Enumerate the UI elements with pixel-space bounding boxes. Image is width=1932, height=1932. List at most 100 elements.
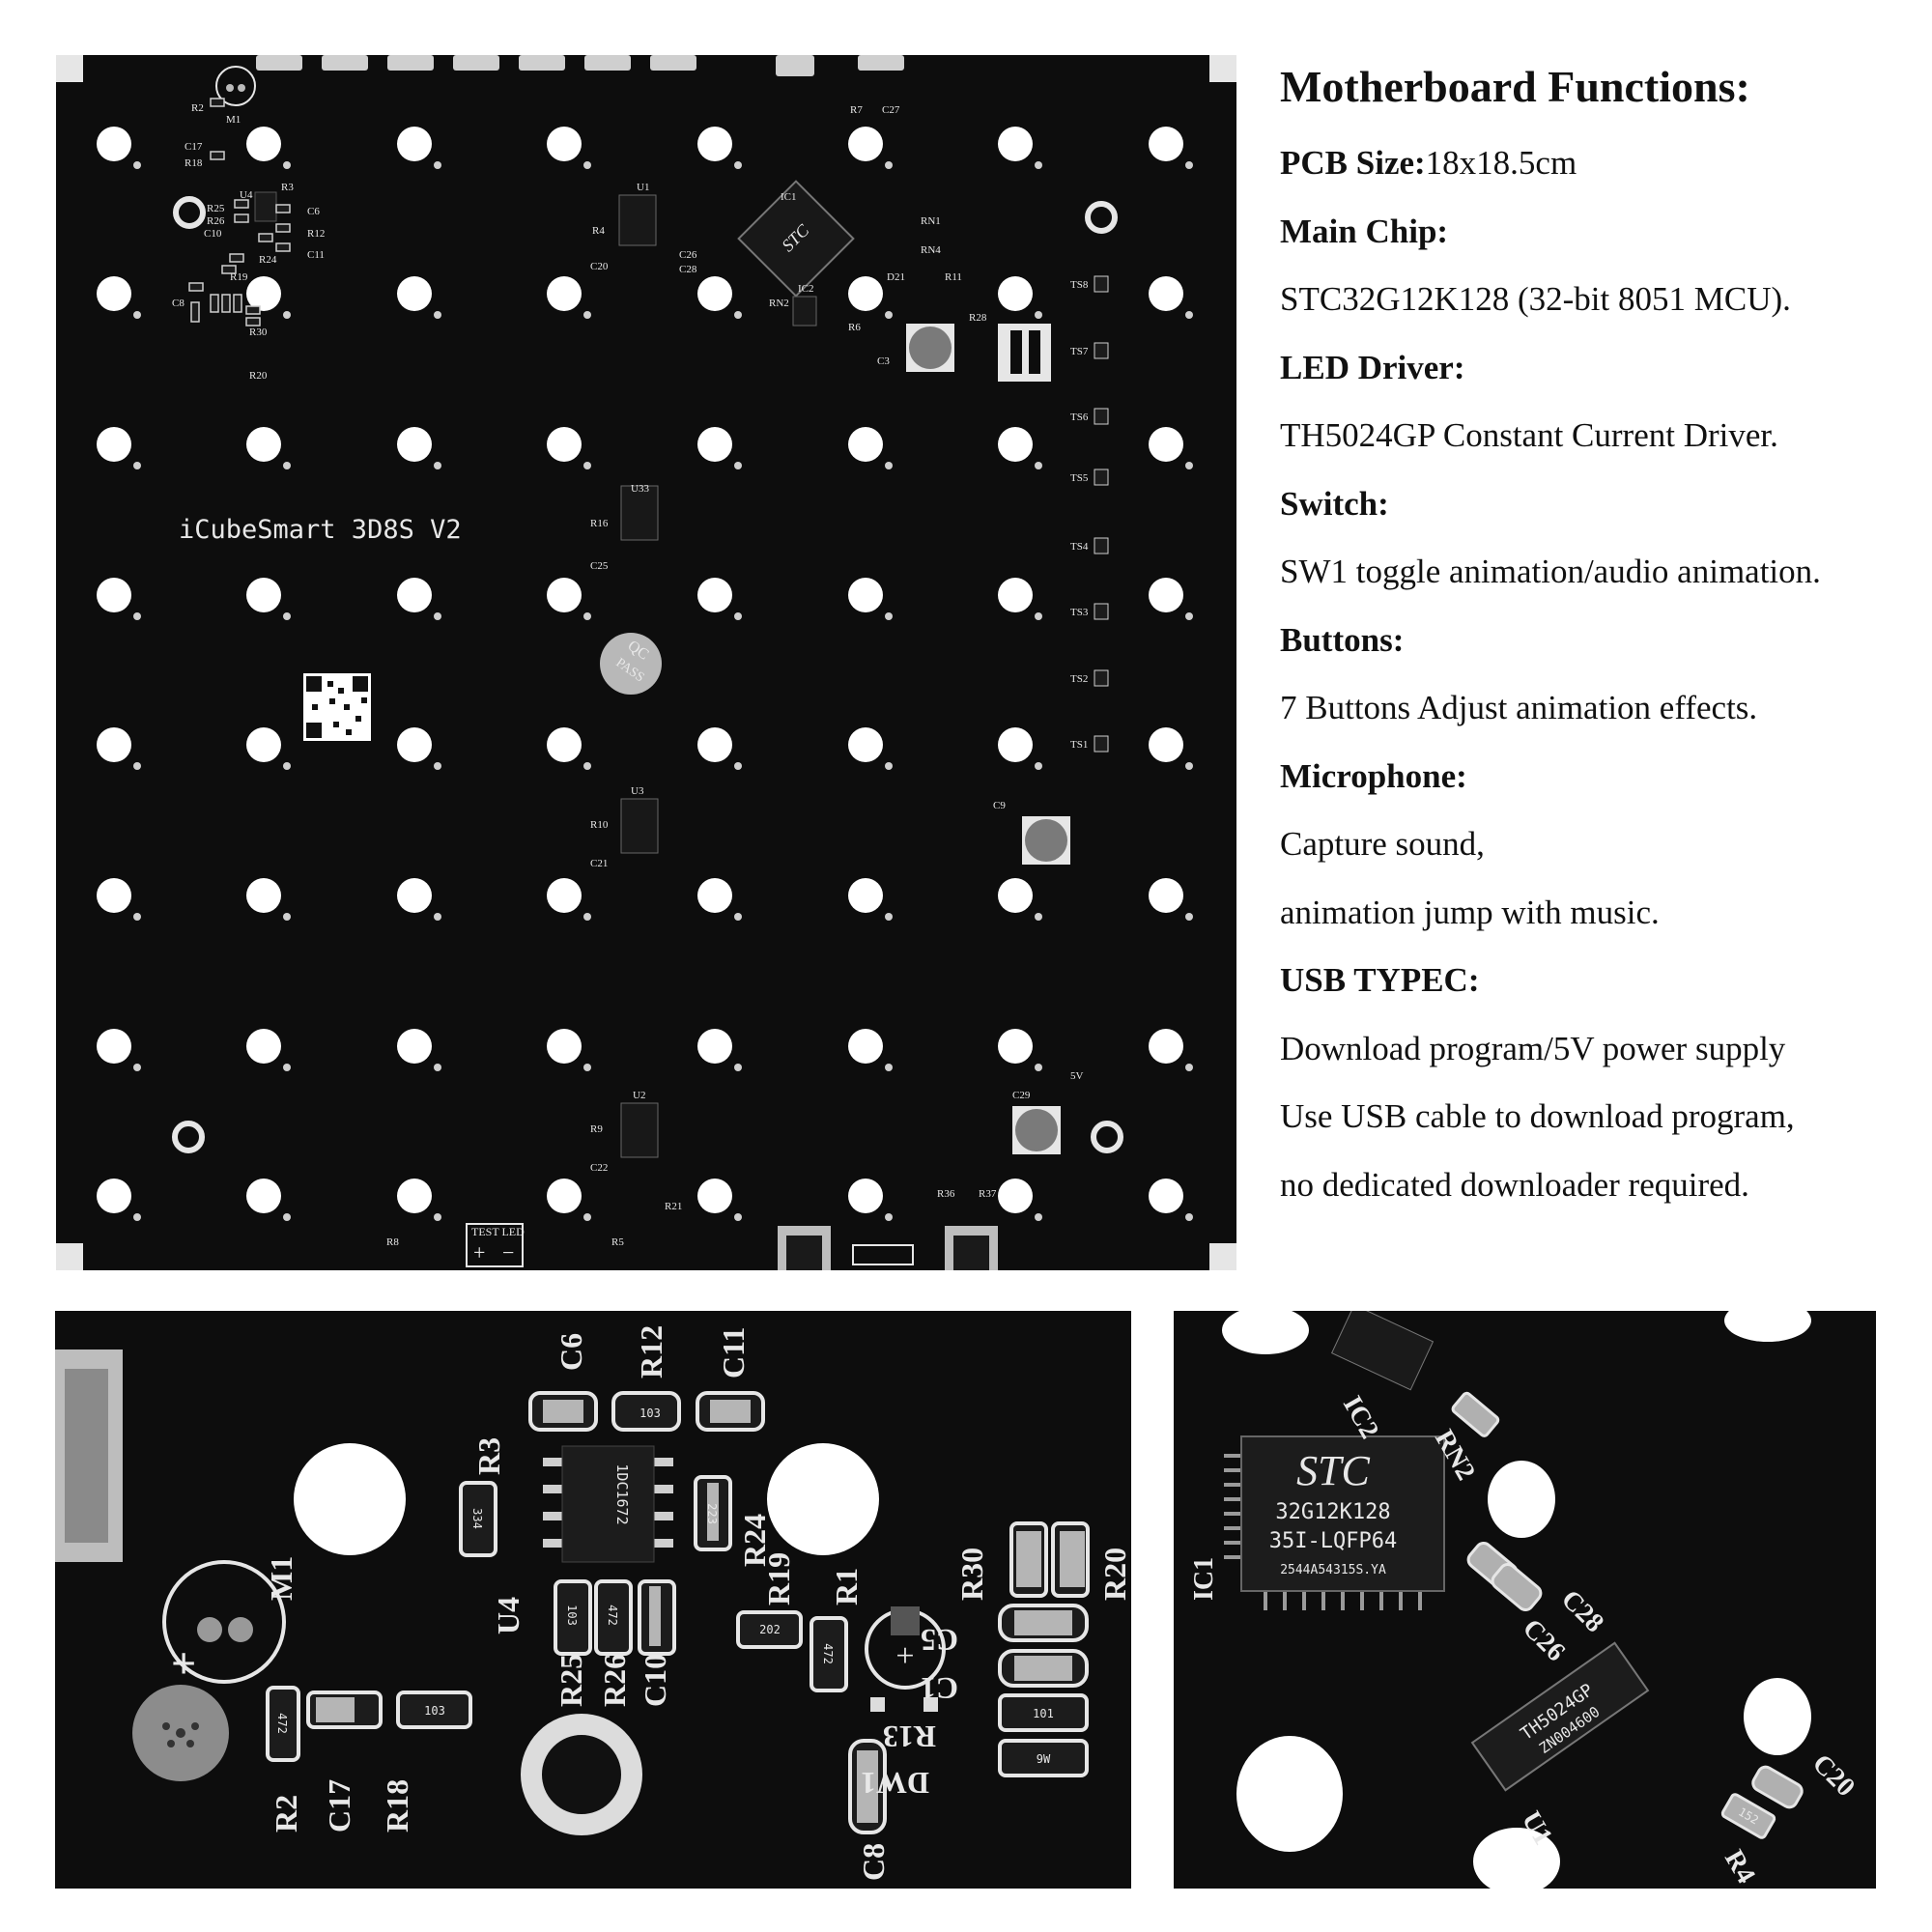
led-hole: [1149, 1029, 1183, 1064]
svg-text:202: 202: [759, 1623, 781, 1636]
led-hole: [397, 1179, 432, 1213]
led-hole-via: [283, 161, 291, 169]
ts-component: [1094, 408, 1109, 425]
led-hole: [848, 578, 883, 612]
ts-component: [1094, 342, 1109, 359]
switch-label: Switch:: [1280, 484, 1389, 523]
led-hole-via: [283, 762, 291, 770]
led-hole: [1149, 276, 1183, 311]
led-hole-via: [734, 1064, 742, 1071]
svg-text:103: 103: [639, 1406, 661, 1420]
led-hole: [1149, 578, 1183, 612]
label-rn4: RN4: [921, 244, 941, 256]
led-hole: [97, 878, 131, 913]
label-c6: C6: [307, 206, 320, 217]
label-u2: U2: [633, 1090, 645, 1101]
board-model-text: iCubeSmart 3D8S V2: [179, 515, 462, 545]
svg-text:103: 103: [424, 1704, 445, 1718]
led-hole-via: [133, 161, 141, 169]
label-u4: U4: [491, 1597, 526, 1634]
svg-text:101: 101: [1033, 1707, 1054, 1720]
led-hole: [697, 578, 732, 612]
led-hole: [697, 1029, 732, 1064]
label-u4: U4: [240, 189, 253, 201]
chip-u1-driver-closeup: TH5024GP ZN004600: [1470, 1641, 1650, 1792]
label-c1: C1: [921, 1671, 958, 1706]
electrolytic-capacitors: [906, 324, 1070, 1154]
led-hole-via: [885, 161, 893, 169]
led-hole: [697, 127, 732, 161]
microphone-label: Microphone:: [1280, 756, 1467, 795]
pcb-size-value: 18x18.5cm: [1425, 144, 1577, 182]
label-c28: C28: [1555, 1584, 1609, 1638]
microphone-m1: [215, 66, 256, 106]
led-hole: [547, 578, 582, 612]
led-driver-value: TH5024GP Constant Current Driver.: [1280, 416, 1778, 454]
label-r6: R6: [848, 322, 861, 333]
label-c29: C29: [1012, 1090, 1031, 1101]
pcb-size-line: PCB Size:18x18.5cm: [1280, 129, 1918, 198]
usb-value-3: no dedicated downloader required.: [1280, 1165, 1749, 1204]
svg-text:472: 472: [606, 1605, 619, 1626]
led-hole-via: [133, 913, 141, 921]
led-hole: [848, 127, 883, 161]
label-r8: R8: [386, 1236, 399, 1248]
label-r10: R10: [590, 819, 609, 831]
led-hole: [848, 1029, 883, 1064]
led-hole: [547, 276, 582, 311]
label-r12: R12: [634, 1325, 668, 1378]
led-hole: [998, 427, 1033, 462]
label-r1: R1: [829, 1568, 864, 1605]
led-hole: [246, 727, 281, 762]
led-hole-via: [434, 161, 441, 169]
led-hole: [998, 878, 1033, 913]
led-hole: [998, 276, 1033, 311]
svg-text:9W: 9W: [1037, 1752, 1051, 1766]
label-c26: C26: [1517, 1613, 1571, 1667]
switch-value: SW1 toggle animation/audio animation.: [1280, 553, 1821, 590]
mounting-rings: [172, 196, 1123, 1153]
led-hole-via: [1035, 612, 1042, 620]
polarity-marker: +: [865, 1606, 946, 1712]
label-c22: C22: [590, 1162, 608, 1174]
led-hole: [1149, 427, 1183, 462]
qc-pass-sticker: QC PASS: [600, 633, 662, 695]
label-r9: R9: [590, 1123, 603, 1135]
led-hole-via: [885, 1064, 893, 1071]
label-r18: R18: [380, 1779, 414, 1833]
label-r37: R37: [979, 1188, 997, 1200]
led-hole-via: [434, 462, 441, 469]
closeup-mcu-area: STC 32G12K128 35I-LQFP64 2544A54315S.YA …: [1174, 1311, 1876, 1889]
ts-component: [1094, 669, 1109, 687]
led-hole-via: [283, 913, 291, 921]
label-r28: R28: [969, 312, 987, 324]
label-r24: R24: [259, 254, 277, 266]
smd-cluster-left: [188, 98, 291, 327]
buttons-value: 7 Buttons Adjust animation effects.: [1280, 689, 1758, 726]
microphone-value-2: animation jump with music.: [1280, 893, 1660, 931]
led-hole: [1149, 1179, 1183, 1213]
led-hole: [848, 727, 883, 762]
led-hole: [246, 127, 281, 161]
label-c8: C8: [856, 1843, 891, 1881]
led-hole-via: [283, 311, 291, 319]
led-hole: [547, 127, 582, 161]
label-c10: C10: [638, 1654, 672, 1707]
led-hole-via: [434, 913, 441, 921]
led-hole-via: [734, 913, 742, 921]
led-holes-closeup: [294, 1443, 879, 1555]
label-r4: R4: [1719, 1845, 1761, 1889]
smd-caps-closeup: [1451, 1391, 1804, 1839]
led-hole-grid: [97, 127, 1193, 1221]
test-led-box: TEST LED + −: [466, 1223, 525, 1267]
label-r26: R26: [207, 215, 225, 227]
label-u1: U1: [637, 182, 649, 193]
ts-label: TS8: [1070, 279, 1089, 291]
led-hole: [547, 1029, 582, 1064]
label-r11: R11: [945, 271, 962, 283]
led-hole-via: [1035, 1213, 1042, 1221]
spec-title: Motherboard Functions:: [1280, 62, 1750, 111]
led-hole: [848, 1179, 883, 1213]
